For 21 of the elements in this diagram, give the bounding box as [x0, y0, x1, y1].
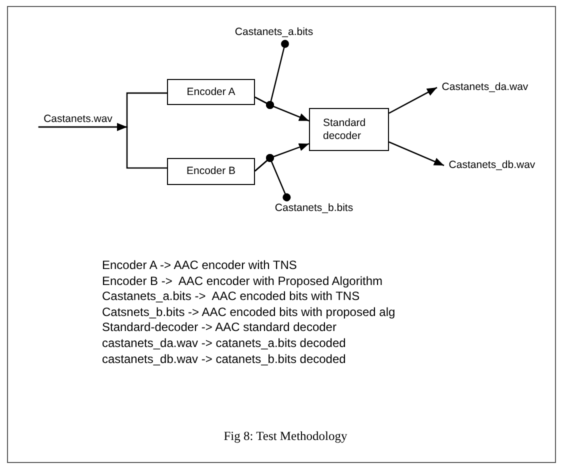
- arrow: [388, 141, 444, 166]
- file-label: Castanets_a.bits: [228, 25, 320, 40]
- legend-note: Encoder B -> AAC encoder with Proposed Algorithm: [102, 274, 384, 290]
- file-label: Castanets.wav: [33, 111, 123, 127]
- file-label: Castanets_db.wav: [444, 158, 540, 173]
- figure-caption: Fig 8: Test Methodology: [224, 428, 348, 445]
- legend-note: castanets_db.wav -> catanets_b.bits decoded: [102, 352, 347, 368]
- legend-note: Encoder A -> AAC encoder with TNS: [102, 258, 298, 274]
- arrow: [38, 123, 167, 169]
- connector-line: [254, 40, 289, 109]
- process-box: Standard decoder: [309, 108, 389, 151]
- legend-note: Castanets_a.bits -> AAC encoded bits with TNS: [102, 289, 361, 305]
- arrow: [388, 86, 438, 114]
- process-box: Encoder B: [167, 158, 255, 185]
- legend-note: castanets_da.wav -> catanets_a.bits decoded: [102, 336, 347, 352]
- file-label: Castanets_b.bits: [268, 201, 360, 216]
- connector-line: [254, 154, 291, 202]
- legend-note: Standard-decoder -> AAC standard decoder: [102, 320, 338, 336]
- legend-note: Catsnets_b.bits -> AAC encoded bits with proposed alg: [102, 304, 396, 320]
- process-box: Encoder A: [167, 79, 255, 105]
- file-label: Castanets_da.wav: [437, 80, 533, 95]
